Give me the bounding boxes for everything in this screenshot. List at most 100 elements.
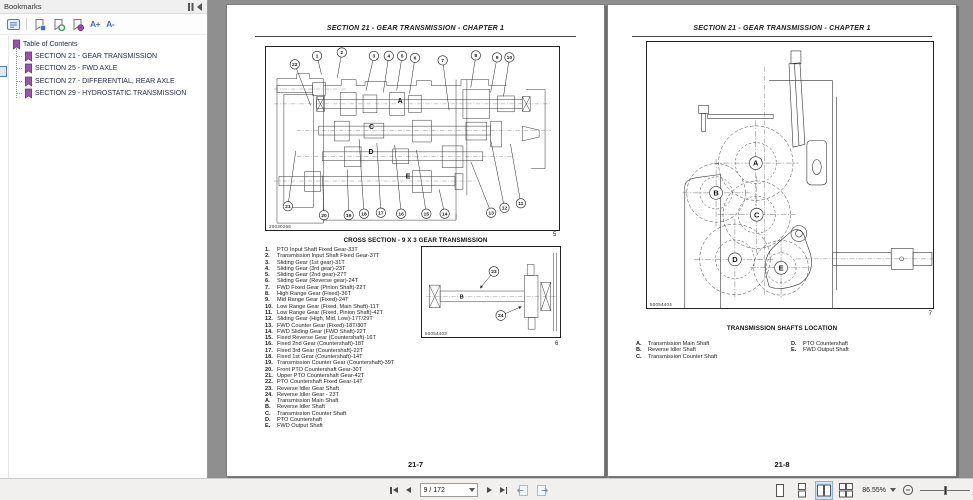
item-text: Reverse Idler Shaft [277, 404, 325, 411]
panel-strip-divider [8, 36, 9, 478]
callout-20: 20 [318, 175, 329, 221]
item-text: Mid Range Gear (Fixed)-24T [277, 297, 349, 304]
item-key: D. [791, 341, 797, 347]
tree-connector [17, 68, 22, 70]
item-key: E. [265, 423, 271, 430]
figure-number: 5 [553, 232, 557, 238]
item-text: Sliding Gear (3rd gear)-23T [277, 265, 346, 272]
previous-view-icon[interactable] [516, 484, 529, 497]
parts-list-item: 23.Reverse Idler Gear Shaft [265, 386, 394, 392]
bookmark-item[interactable]: SECTION 25 - FWD AXLE [17, 63, 205, 75]
item-text: Upper PTO Countershaft Gear-42T [277, 372, 365, 379]
last-page-button[interactable] [498, 485, 510, 496]
svg-text:D: D [732, 255, 738, 264]
panel-collapse-icon[interactable] [187, 2, 203, 12]
svg-text:24: 24 [498, 313, 504, 319]
shaft-circle-B: B [682, 159, 750, 227]
svg-text:5: 5 [401, 54, 404, 60]
bookmark-item[interactable]: SECTION 29 - HYDROSTATIC TRANSMISSION [17, 88, 205, 100]
item-text: Fixed 1st Gear (Countershaft)-14T [277, 354, 363, 361]
parts-list-item: C.Transmission Counter Shaft [265, 411, 394, 417]
item-text: Reverse Idler Gear - 23T [277, 391, 339, 398]
zoom-slider[interactable] [920, 485, 970, 495]
increase-text-size-icon[interactable]: A+ [90, 19, 101, 29]
document-page-right: SECTION 21 - GEAR TRANSMISSION - CHAPTER… [607, 4, 957, 477]
previous-page-button[interactable] [404, 485, 413, 495]
parts-list-item: 15.Fixed Reverse Gear (Countershaft)-16T [265, 335, 394, 341]
svg-text:8: 8 [474, 53, 477, 59]
next-page-button[interactable] [485, 485, 494, 495]
item-key: 5. [265, 272, 270, 279]
shaft-label-E: E [406, 174, 411, 181]
cross-section-caption: CROSS SECTION - 9 X 3 GEAR TRANSMISSION [343, 237, 488, 244]
callout-22: 22 [289, 59, 311, 106]
two-page-view-icon[interactable] [815, 480, 834, 500]
legend-item: A.Transmission Main Shaft [636, 341, 717, 347]
continuous-view-icon[interactable] [793, 481, 811, 500]
next-view-icon[interactable] [536, 484, 549, 497]
photo-id: 50054403 [425, 331, 448, 336]
item-key: 17. [265, 347, 273, 354]
toolbar-separator [26, 18, 27, 30]
item-key: 15. [265, 335, 273, 342]
refresh-bookmark-icon[interactable] [52, 18, 65, 31]
svg-text:6: 6 [414, 56, 417, 62]
legend-item: C.Transmission Counter Shaft [636, 354, 717, 360]
bookmark-item[interactable]: SECTION 27 - DIFFERENTIAL, REAR AXLE [17, 75, 205, 87]
item-text: PTO Input Shaft Fixed Gear-33T [277, 247, 358, 253]
page-number-input[interactable] [420, 486, 469, 494]
bookmark-settings-icon[interactable] [71, 18, 84, 31]
item-text: Sliding Gear (Reverse gear)-24T [277, 278, 359, 285]
decrease-text-size-icon[interactable]: A- [106, 19, 115, 29]
parts-list-item: 8.High Range Gear (Fixed)-36T [265, 291, 394, 297]
first-page-button[interactable] [388, 485, 400, 496]
zoom-slider-handle[interactable] [944, 485, 947, 495]
bookmarks-toolbar: A+ A- [0, 14, 207, 35]
photo-id: 20030266 [269, 224, 292, 229]
two-page-continuous-view-icon[interactable] [837, 481, 855, 500]
parts-list-item: 24.Reverse Idler Gear - 23T [265, 392, 394, 398]
item-text: Sliding Gear (1st gear)-31T [277, 259, 345, 266]
tree-connector [17, 56, 22, 58]
item-text: FWD Output Shaft [277, 423, 323, 430]
parts-list-item: 11.Low Range Gear (Fixed, Pinion Shaft)-… [265, 310, 394, 316]
legend-item: E.FWD Output Shaft [791, 347, 849, 353]
bookmark-item[interactable]: Table of Contents [12, 38, 205, 50]
zoom-dropdown-icon[interactable] [890, 488, 896, 492]
bookmarks-panel-title: Bookmarks [4, 2, 42, 11]
item-text: Transmission Main Shaft [648, 341, 710, 347]
single-page-view-icon[interactable] [771, 481, 789, 500]
svg-text:20: 20 [321, 213, 327, 219]
item-text: Sliding Gear (2nd gear)-27T [277, 272, 347, 279]
svg-text:19: 19 [346, 213, 352, 219]
item-key: D. [265, 417, 271, 424]
navigation-tab-icon[interactable] [0, 66, 7, 77]
callout-6: 6 [409, 52, 420, 94]
item-key: C. [636, 353, 642, 360]
item-key: 2. [265, 253, 270, 260]
item-text: Transmission Input Shaft Fixed Gear-37T [277, 253, 380, 260]
status-bar: 86.55% [0, 478, 973, 500]
shaft-label-B: B [460, 294, 464, 300]
parts-list-item: 12.Sliding Gear (High, Mid, Low)-17T/29T [265, 316, 394, 322]
panel-options-icon[interactable] [7, 18, 20, 31]
svg-text:12: 12 [502, 206, 508, 212]
zoom-out-icon[interactable] [902, 484, 914, 496]
bookmark-item[interactable]: SECTION 21 - GEAR TRANSMISSION [17, 50, 205, 62]
svg-text:4: 4 [387, 54, 390, 60]
item-text: FWD Output Shaft [803, 347, 849, 354]
page-field-dropdown-icon[interactable] [468, 488, 475, 492]
figure-number: 6 [555, 341, 559, 347]
callout-21: 21 [282, 150, 297, 212]
expand-bookmark-icon[interactable] [33, 18, 46, 31]
svg-text:10: 10 [507, 55, 513, 61]
idler-shaft-drawing [426, 252, 557, 332]
item-key: C. [265, 410, 271, 417]
parts-list-item: 19.Transmission Counter Gear (Countersha… [265, 360, 394, 366]
bookmark-label: Table of Contents [23, 40, 78, 48]
